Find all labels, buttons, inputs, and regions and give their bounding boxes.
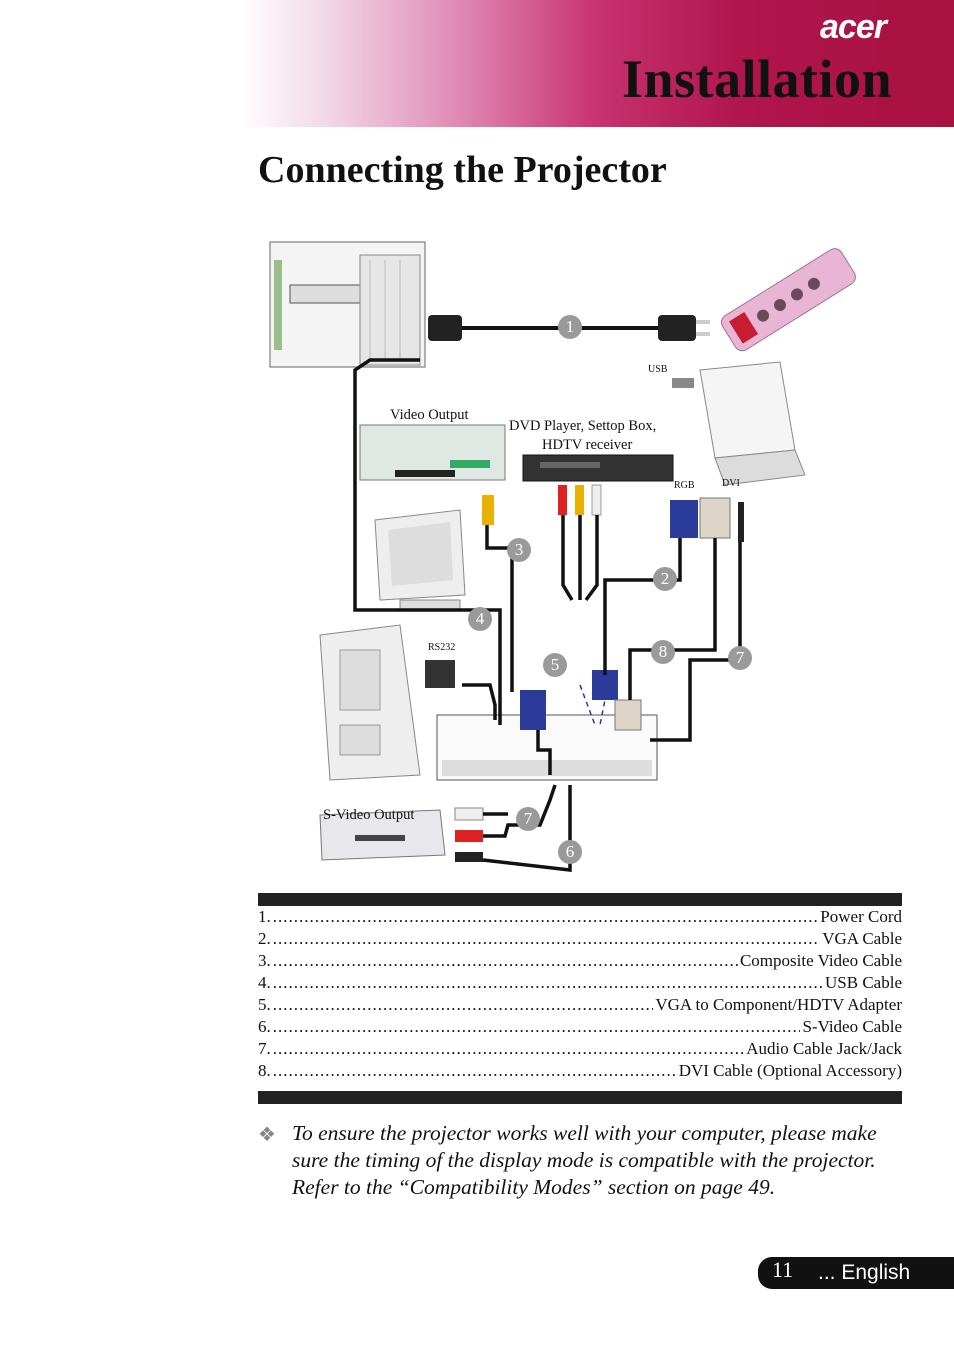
legend-name: S-Video Cable <box>802 1017 902 1036</box>
svideo-device-illustration <box>319 809 446 861</box>
dvd-player-label: DVD Player, Settop Box, <box>509 418 657 434</box>
legend-item: 8. DVI Cable (Optional Accessory) <box>258 1061 902 1083</box>
legend-item: 1. Power Cord <box>258 907 902 929</box>
video-output-label: Video Output <box>390 407 469 423</box>
rgb-label: RGB <box>674 480 695 491</box>
rs232-label: RS232 <box>428 642 456 653</box>
legend-name: VGA Cable <box>822 929 902 948</box>
cable-legend: 1. Power Cord 2. VGA Cable 3. Composite Vid… <box>258 907 902 1083</box>
vcr-illustration <box>359 424 506 481</box>
note-text: To ensure the projector works well with … <box>292 1121 877 1199</box>
hdtv-receiver-label: HDTV receiver <box>542 437 633 453</box>
pc-tower-illustration <box>319 624 421 781</box>
svideo-output-label: S-Video Output <box>323 807 415 823</box>
legend-name: DVI Cable (Optional Accessory) <box>678 1061 902 1080</box>
rgb-connector <box>670 500 698 538</box>
cable-badge-7a: 7 <box>516 807 540 831</box>
legend-number: 8. <box>258 1061 271 1080</box>
cable-badge-7b: 7 <box>728 646 752 670</box>
usb-label: USB <box>648 364 668 375</box>
rs232-connector <box>425 660 455 688</box>
audio-jack <box>738 502 744 542</box>
legend-number: 2. <box>258 929 271 948</box>
cable-badge-6: 6 <box>558 840 582 864</box>
page-footer-tab <box>758 1257 954 1289</box>
page-language: ... English <box>818 1261 911 1284</box>
legend-name: Power Cord <box>820 907 902 926</box>
monitor-illustration <box>374 509 466 611</box>
dvi-label: DVI <box>722 478 740 489</box>
legend-item: 2. VGA Cable <box>258 929 902 951</box>
cable-badge-8: 8 <box>651 640 675 664</box>
cable-badge-1: 1 <box>558 315 582 339</box>
legend-item: 6. S-Video Cable <box>258 1017 902 1039</box>
legend-item: 5. VGA to Component/HDTV Adapter <box>258 995 902 1017</box>
legend-number: 1. <box>258 907 271 926</box>
dvd-player-illustration <box>522 454 674 482</box>
projector-connector-panel <box>436 670 658 781</box>
cable-badge-2: 2 <box>653 567 677 591</box>
page-number: 11 <box>772 1257 794 1282</box>
projector-rear-illustration <box>269 241 426 368</box>
cable-badge-3: 3 <box>507 538 531 562</box>
legend-item: 4. USB Cable <box>258 973 902 995</box>
legend-item: 7. Audio Cable Jack/Jack <box>258 1039 902 1061</box>
power-plug-projector <box>428 315 462 341</box>
legend-number: 6. <box>258 1017 271 1036</box>
section-title: Connecting the Projector <box>258 149 667 191</box>
acer-logo: acer <box>820 8 887 46</box>
header-banner <box>240 0 954 127</box>
legend-bottom-rule <box>258 1091 902 1104</box>
laptop-illustration <box>672 361 806 486</box>
connection-diagram: Video Output DVD Player, Settop Box, HDT… <box>250 230 910 880</box>
legend-number: 5. <box>258 995 271 1014</box>
legend-name: Composite Video Cable <box>739 951 902 970</box>
power-strip-illustration <box>721 248 856 352</box>
legend-number: 4. <box>258 973 271 992</box>
legend-name: VGA to Component/HDTV Adapter <box>655 995 902 1014</box>
connection-diagram-art <box>269 241 856 872</box>
cable-badge-5: 5 <box>543 653 567 677</box>
legend-number: 7. <box>258 1039 271 1058</box>
page-title: Installation <box>622 49 893 109</box>
legend-top-rule <box>258 893 902 906</box>
cable-badge-4: 4 <box>468 607 492 631</box>
legend-number: 3. <box>258 951 271 970</box>
legend-name: USB Cable <box>825 973 902 992</box>
power-plug-outlet <box>658 315 696 341</box>
diamond-bullet-icon: ❖ <box>258 1124 276 1146</box>
legend-item: 3. Composite Video Cable <box>258 951 902 973</box>
legend-name: Audio Cable Jack/Jack <box>746 1039 902 1058</box>
dvi-connector <box>699 497 731 539</box>
